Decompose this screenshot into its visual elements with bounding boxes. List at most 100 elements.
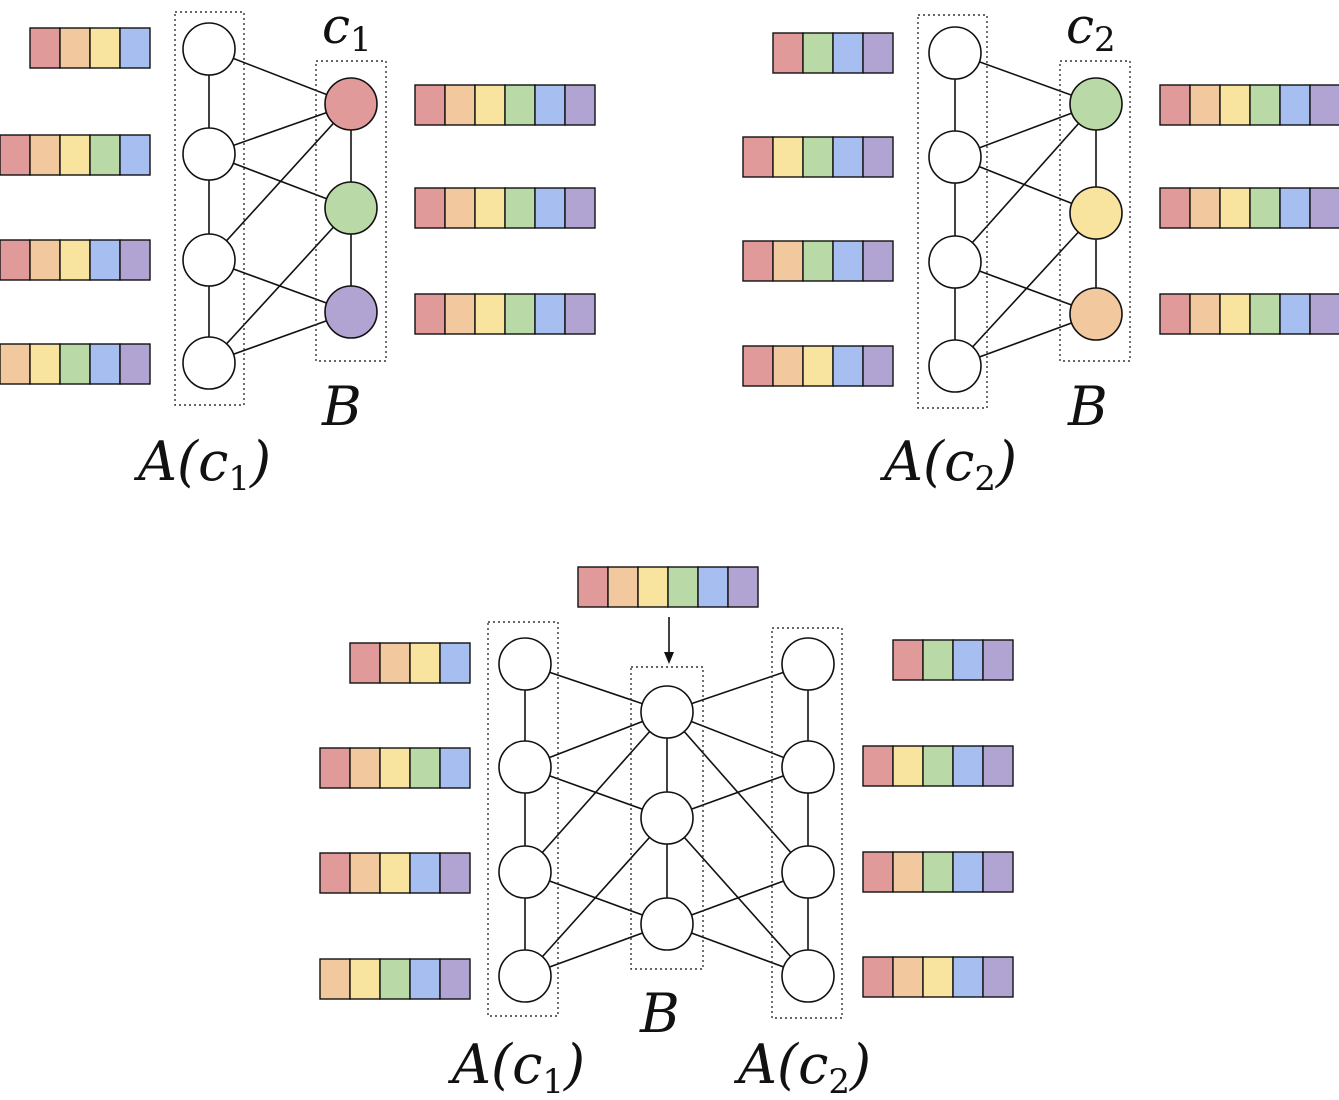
combined-left-bar-1-cell-orange xyxy=(379,642,411,684)
combined-a1-node xyxy=(498,637,552,691)
combined-right-bar-4-cell-yellow xyxy=(922,956,954,998)
c2-cross-edge xyxy=(954,103,1097,263)
c1-right-bar-2-cell-red xyxy=(414,187,446,229)
c2-left-bar-3-cell-red xyxy=(742,240,774,282)
c1-left-bar-1-cell-red xyxy=(29,27,61,69)
c2-set-b-box xyxy=(1059,60,1131,362)
combined-right-bar-4-cell-orange xyxy=(892,956,924,998)
panel-c1-set-a-label: A(c1) xyxy=(133,430,271,499)
c2-right-bar-1-cell-purple xyxy=(1309,84,1339,126)
c1-set-b-box xyxy=(315,60,387,362)
combined-right-bar-2-cell-purple xyxy=(982,745,1014,787)
c1-left-bar-2-cell-orange xyxy=(29,134,61,176)
combined-right-bar-2-cell-yellow xyxy=(892,745,924,787)
c2-left-bar-4-cell-blue xyxy=(832,345,864,387)
c2-right-bar-1-cell-orange xyxy=(1189,84,1221,126)
c2-right-bar-3-cell-orange xyxy=(1189,293,1221,335)
combined-set-a1-box xyxy=(487,621,559,1017)
combined-a1-node xyxy=(498,949,552,1003)
panel-c2-set-b-label: B xyxy=(1067,375,1108,438)
combined-right-cross-edge xyxy=(666,817,809,977)
c2-right-bar-3-cell-red xyxy=(1159,293,1191,335)
c2-right-bar-1-cell-yellow xyxy=(1219,84,1251,126)
c2-right-bar-1-cell-red xyxy=(1159,84,1191,126)
c1-right-bar-1-cell-purple xyxy=(564,84,596,126)
nodes-layer xyxy=(182,22,1123,1003)
c1-right-bar-1-cell-orange xyxy=(444,84,476,126)
combined-right-bar-1-cell-red xyxy=(892,639,924,681)
c2-right-bar-2-cell-green xyxy=(1249,187,1281,229)
c1-left-bar-3-cell-purple xyxy=(119,239,151,281)
c2-right-bar-3-cell-green xyxy=(1249,293,1281,335)
combined-set-b-label: B xyxy=(639,982,680,1045)
c1-b-node-purple xyxy=(324,285,378,339)
combined-a1-node xyxy=(498,740,552,794)
combined-left-bar-3-cell-red xyxy=(319,852,351,894)
c1-right-bar-3-cell-yellow xyxy=(474,293,506,335)
c1-left-bar-3-cell-blue xyxy=(89,239,121,281)
c2-left-bar-4-cell-purple xyxy=(862,345,894,387)
c1-right-bar-1-cell-blue xyxy=(534,84,566,126)
combined-a2-node xyxy=(781,845,835,899)
c2-b-node-orange xyxy=(1069,287,1123,341)
c1-left-bar-1-cell-yellow xyxy=(89,27,121,69)
c2-a-node xyxy=(928,235,982,289)
combined-top-bar-cell-red xyxy=(577,566,609,608)
combined-left-bar-2-cell-green xyxy=(409,747,441,789)
c2-left-bar-2-cell-yellow xyxy=(772,136,804,178)
c2-a-node xyxy=(928,26,982,80)
combined-left-bar-3-cell-yellow xyxy=(379,852,411,894)
combined-right-bar-2-cell-green xyxy=(922,745,954,787)
c1-right-bar-1-cell-yellow xyxy=(474,84,506,126)
combined-a2-node xyxy=(781,637,835,691)
c1-left-bar-3-cell-yellow xyxy=(59,239,91,281)
combined-right-bar-3-cell-red xyxy=(862,851,894,893)
c2-left-bar-4-cell-yellow xyxy=(802,345,834,387)
c1-right-bar-1-cell-red xyxy=(414,84,446,126)
combined-left-cross-edge xyxy=(524,817,668,977)
c1-right-bar-3-cell-blue xyxy=(534,293,566,335)
c2-right-bar-3-cell-yellow xyxy=(1219,293,1251,335)
c1-right-bar-1-cell-green xyxy=(504,84,536,126)
combined-right-bar-4-cell-blue xyxy=(952,956,984,998)
c2-right-bar-2-cell-yellow xyxy=(1219,187,1251,229)
c2-right-bar-2-cell-purple xyxy=(1309,187,1339,229)
c2-left-bar-1-cell-purple xyxy=(862,32,894,74)
arrow-down-icon xyxy=(664,617,674,664)
combined-right-bar-1-cell-green xyxy=(922,639,954,681)
c2-left-bar-2-cell-purple xyxy=(862,136,894,178)
panel-c1-set-b-label: B xyxy=(321,375,362,438)
combined-left-bar-4-cell-green xyxy=(379,958,411,1000)
c1-right-bar-2-cell-blue xyxy=(534,187,566,229)
c1-set-a-box xyxy=(174,11,245,406)
c2-cross-edge xyxy=(954,212,1097,367)
c1-right-bar-2-cell-purple xyxy=(564,187,596,229)
combined-left-bar-3-cell-blue xyxy=(409,852,441,894)
combined-set-b-box xyxy=(630,666,704,970)
combined-right-bar-1-cell-blue xyxy=(952,639,984,681)
c1-right-bar-3-cell-orange xyxy=(444,293,476,335)
combined-right-bar-2-cell-red xyxy=(862,745,894,787)
c2-left-bar-2-cell-green xyxy=(802,136,834,178)
combined-left-bar-1-cell-yellow xyxy=(409,642,441,684)
combined-left-bar-4-cell-blue xyxy=(409,958,441,1000)
combined-set-a2-label: A(c2) xyxy=(733,1033,871,1100)
c2-right-bar-3-cell-blue xyxy=(1279,293,1311,335)
combined-set-a2-box xyxy=(771,627,843,1019)
c1-a-node xyxy=(182,127,236,181)
combined-right-bar-4-cell-purple xyxy=(982,956,1014,998)
c1-b-node-red xyxy=(324,77,378,131)
c1-left-bar-2-cell-blue xyxy=(119,134,151,176)
c2-left-bar-3-cell-purple xyxy=(862,240,894,282)
combined-left-bar-4-cell-purple xyxy=(439,958,471,1000)
combined-right-bar-3-cell-orange xyxy=(892,851,924,893)
c2-right-bar-1-cell-blue xyxy=(1279,84,1311,126)
c2-left-bar-4-cell-red xyxy=(742,345,774,387)
combined-left-bar-2-cell-yellow xyxy=(379,747,411,789)
combined-right-bar-4-cell-red xyxy=(862,956,894,998)
c1-left-bar-4-cell-blue xyxy=(89,343,121,385)
combined-right-bar-2-cell-blue xyxy=(952,745,984,787)
combined-a1-node xyxy=(498,845,552,899)
combined-a2-node xyxy=(781,740,835,794)
panel-c2-title: c2 xyxy=(1066,0,1116,60)
